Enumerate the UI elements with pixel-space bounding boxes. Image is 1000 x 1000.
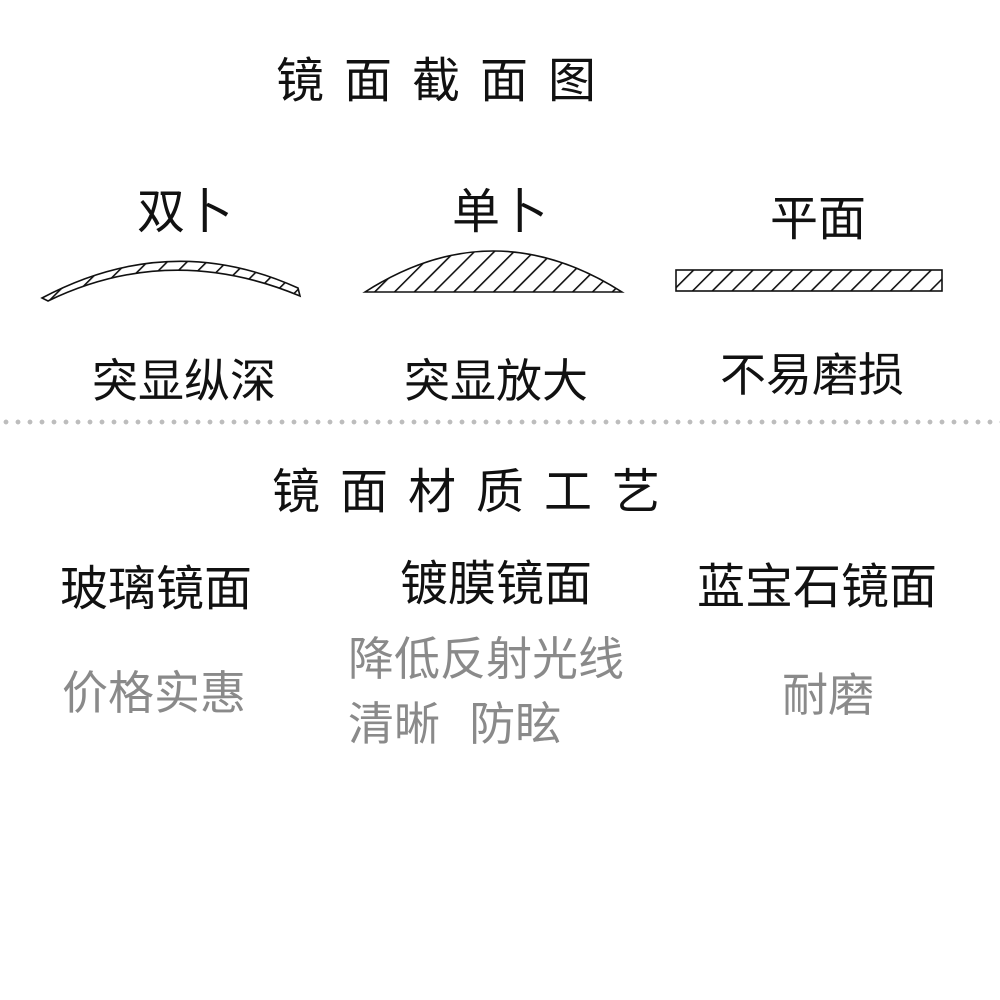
glass-mirror-desc: 价格实惠 <box>62 666 246 720</box>
single-convex-desc: 突显放大 <box>404 354 588 408</box>
flat-label: 平面 <box>769 191 866 247</box>
cross-section-title: 镜面截面图 <box>276 53 617 109</box>
sapphire-mirror-name: 蓝宝石镜面 <box>697 559 938 615</box>
material-section-title: 镜面材质工艺 <box>272 464 681 520</box>
double-convex-desc: 突显纵深 <box>92 354 276 408</box>
single-convex-shape <box>362 250 625 293</box>
sapphire-mirror-desc: 耐磨 <box>782 668 874 722</box>
flat-shape <box>675 269 943 292</box>
dotted-divider <box>0 419 1000 425</box>
flat-desc: 不易磨损 <box>720 348 904 402</box>
coated-mirror-name: 镀膜镜面 <box>400 556 593 612</box>
double-convex-label: 双卜 <box>136 184 233 240</box>
coated-mirror-desc-line1: 降低反射光线 <box>348 632 624 686</box>
glass-mirror-name: 玻璃镜面 <box>60 561 253 617</box>
single-convex-label: 单卜 <box>451 184 548 240</box>
double-convex-shape <box>40 260 302 302</box>
cross-section-diagram <box>40 250 943 302</box>
coated-mirror-desc-line2: 清晰 防眩 <box>348 697 562 751</box>
